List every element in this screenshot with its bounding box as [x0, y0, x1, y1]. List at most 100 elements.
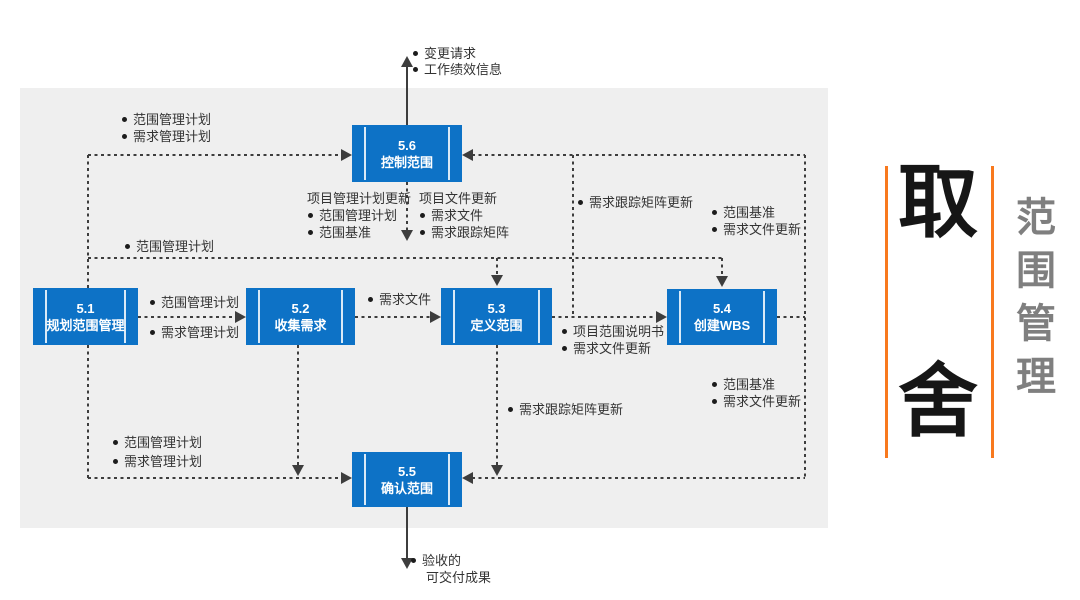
label-text: 范围基准 — [319, 225, 372, 240]
label-plan-to-validate-2: 需求管理计划 — [113, 454, 202, 469]
accent-bar-right — [991, 166, 994, 458]
bullet-icon — [712, 382, 717, 387]
bullet-icon — [712, 399, 717, 404]
process-id: 5.2 — [291, 300, 310, 316]
flow-define-down-line — [496, 345, 498, 465]
arrow-into-define — [430, 311, 441, 323]
box-stripe-icon — [453, 290, 455, 343]
label-wbs-outputs-down-2: 需求文件更新 — [712, 394, 801, 409]
flow-plan-down-line — [87, 345, 89, 478]
arrow-into-define-top — [491, 275, 503, 286]
bullet-icon — [562, 346, 567, 351]
process-id: 5.6 — [397, 137, 417, 153]
label-plan-to-control-1: 范围管理计划 — [122, 112, 211, 127]
flow-define-riser — [572, 155, 574, 317]
arrow-into-control-right — [462, 149, 473, 161]
flow-plan-up-line — [87, 155, 89, 288]
bullet-icon — [578, 200, 583, 205]
label-pm-plan-updates-header: 项目管理计划更新 — [307, 191, 412, 206]
box-stripe-icon — [538, 290, 540, 343]
arrow-validate-output-down — [401, 558, 413, 569]
label-text: 需求跟踪矩阵 — [431, 225, 510, 240]
label-text: 需求文件 — [431, 208, 484, 223]
box-stripe-icon — [341, 290, 343, 343]
validate-output-arrow-line — [406, 507, 408, 559]
label-text: 需求管理计划 — [161, 325, 240, 340]
process-name: 创建WBS — [693, 318, 751, 333]
process-name: 定义范围 — [470, 317, 523, 333]
label-define-down-output: 需求跟踪矩阵更新 — [508, 402, 623, 417]
arrow-control-output-up — [401, 56, 413, 67]
label-text: 范围基准 — [723, 377, 776, 392]
label-text: 需求跟踪矩阵更新 — [589, 195, 694, 210]
bullet-icon — [420, 213, 425, 218]
bullet-icon — [150, 330, 155, 335]
label-text: 需求文件更新 — [723, 222, 802, 237]
box-stripe-icon — [258, 290, 260, 343]
label-text: 需求管理计划 — [133, 129, 212, 144]
process-name: 确认范围 — [380, 480, 433, 496]
label-text: 需求跟踪矩阵更新 — [519, 402, 624, 417]
box-stripe-icon — [448, 127, 450, 180]
label-plan-outputs-1: 范围管理计划 — [150, 295, 239, 310]
process-id: 5.1 — [76, 300, 95, 316]
process-name: 控制范围 — [380, 154, 433, 170]
process-name: 收集需求 — [274, 317, 327, 333]
label-pm-plan-updates-2: 范围基准 — [308, 225, 371, 240]
bullet-icon — [150, 300, 155, 305]
bullet-icon — [368, 297, 373, 302]
label-define-outputs-1: 项目范围说明书 — [562, 324, 664, 339]
flow-wbs-out-line — [777, 316, 805, 318]
arrow-into-validate-right — [462, 472, 473, 484]
process-id: 5.5 — [397, 463, 417, 479]
bullet-icon — [508, 407, 513, 412]
arrow-into-collect — [235, 311, 246, 323]
label-text: 范围管理计划 — [319, 208, 398, 223]
bullet-icon — [712, 210, 717, 215]
bullet-icon — [413, 51, 418, 56]
label-collect-output: 需求文件 — [368, 292, 431, 307]
arrow-collect-down — [292, 465, 304, 476]
label-text: 工作绩效信息 — [424, 62, 503, 77]
flow-right-to-control-line — [472, 154, 805, 156]
arrow-into-wbs — [656, 311, 667, 323]
process-id: 5.4 — [712, 301, 732, 316]
process-name: 规划范围管理 — [46, 317, 125, 333]
bullet-icon — [125, 244, 130, 249]
label-doc-updates-1: 需求文件 — [420, 208, 483, 223]
box-stripe-icon — [364, 454, 366, 505]
process-id: 5.3 — [487, 300, 506, 316]
bullet-icon — [122, 134, 127, 139]
label-plan-outputs-2: 需求管理计划 — [150, 325, 239, 340]
headline-char-top: 取 — [898, 158, 978, 247]
vertical-title-char: 范 — [1016, 196, 1056, 240]
bullet-icon — [420, 230, 425, 235]
vertical-title-char: 管 — [1016, 302, 1056, 346]
process-box-create-wbs: 5.4 创建WBS — [667, 289, 777, 345]
vertical-title-char: 理 — [1016, 355, 1056, 399]
accent-bar-left — [885, 166, 888, 458]
box-stripe-icon — [45, 290, 47, 343]
flow-collect-to-define-line — [355, 316, 430, 318]
arrow-control-down — [401, 230, 413, 241]
bullet-icon — [122, 117, 127, 122]
control-output-arrow-line — [406, 66, 408, 125]
bullet-icon — [712, 227, 717, 232]
label-text: 需求文件更新 — [723, 394, 802, 409]
flow-collect-down-line — [297, 345, 299, 465]
label-wbs-outputs-down-1: 范围基准 — [712, 377, 775, 392]
flow-left-to-validate-line — [88, 477, 341, 479]
label-validate-output-1: 验收的 — [411, 553, 461, 568]
bullet-icon — [308, 230, 313, 235]
label-text: 变更请求 — [424, 46, 477, 61]
box-stripe-icon — [763, 291, 765, 343]
flow-define-to-wbs-line — [552, 316, 656, 318]
box-stripe-icon — [364, 127, 366, 180]
flow-scope-plan-line — [88, 257, 722, 259]
label-plan-to-validate-1: 范围管理计划 — [113, 435, 202, 450]
bullet-icon — [562, 329, 567, 334]
